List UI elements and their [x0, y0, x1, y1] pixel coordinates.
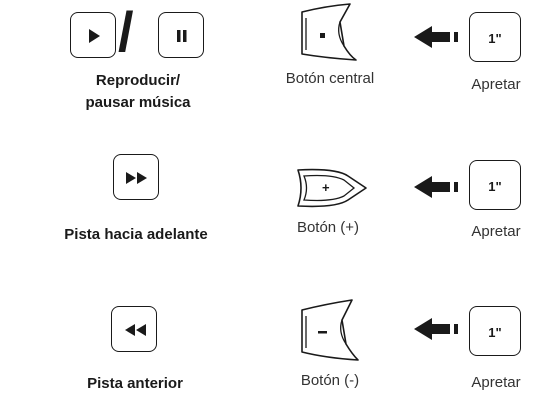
fast-forward-key [113, 154, 159, 200]
play-pause-label-line1: Reproducir/ [95, 72, 181, 89]
left-arrow-icon [414, 318, 458, 340]
pause-key [158, 12, 204, 58]
minus-button-icon [301, 299, 359, 361]
press-duration-text: 1" [488, 31, 502, 46]
center-button-label: Botón central [285, 70, 375, 87]
press-duration-key: 1" [469, 306, 521, 356]
next-track-label: Pista hacia adelante [64, 226, 208, 243]
left-arrow-icon [414, 176, 458, 198]
press-duration-key: 1" [469, 160, 521, 210]
svg-text:+: + [322, 180, 330, 195]
press-duration-text: 1" [488, 325, 502, 340]
press-label: Apretar [471, 76, 521, 93]
left-arrow-icon [414, 26, 458, 48]
press-duration-key: 1" [469, 12, 521, 62]
rewind-key [111, 306, 157, 352]
rewind-icon [125, 324, 146, 336]
play-icon [89, 29, 100, 43]
separator-slash: / [118, 0, 134, 63]
previous-track-label: Pista anterior [87, 375, 183, 392]
center-button-icon [301, 3, 357, 61]
play-pause-label-line2: pausar música [85, 94, 191, 111]
plus-button-label: Botón (+) [296, 219, 360, 236]
press-label: Apretar [471, 374, 521, 391]
fast-forward-icon [126, 172, 147, 184]
pause-icon [177, 30, 187, 42]
minus-button-label: Botón (-) [300, 372, 360, 389]
play-key [70, 12, 116, 58]
press-label: Apretar [471, 223, 521, 240]
plus-button-icon: + [297, 168, 367, 208]
press-duration-text: 1" [488, 179, 502, 194]
